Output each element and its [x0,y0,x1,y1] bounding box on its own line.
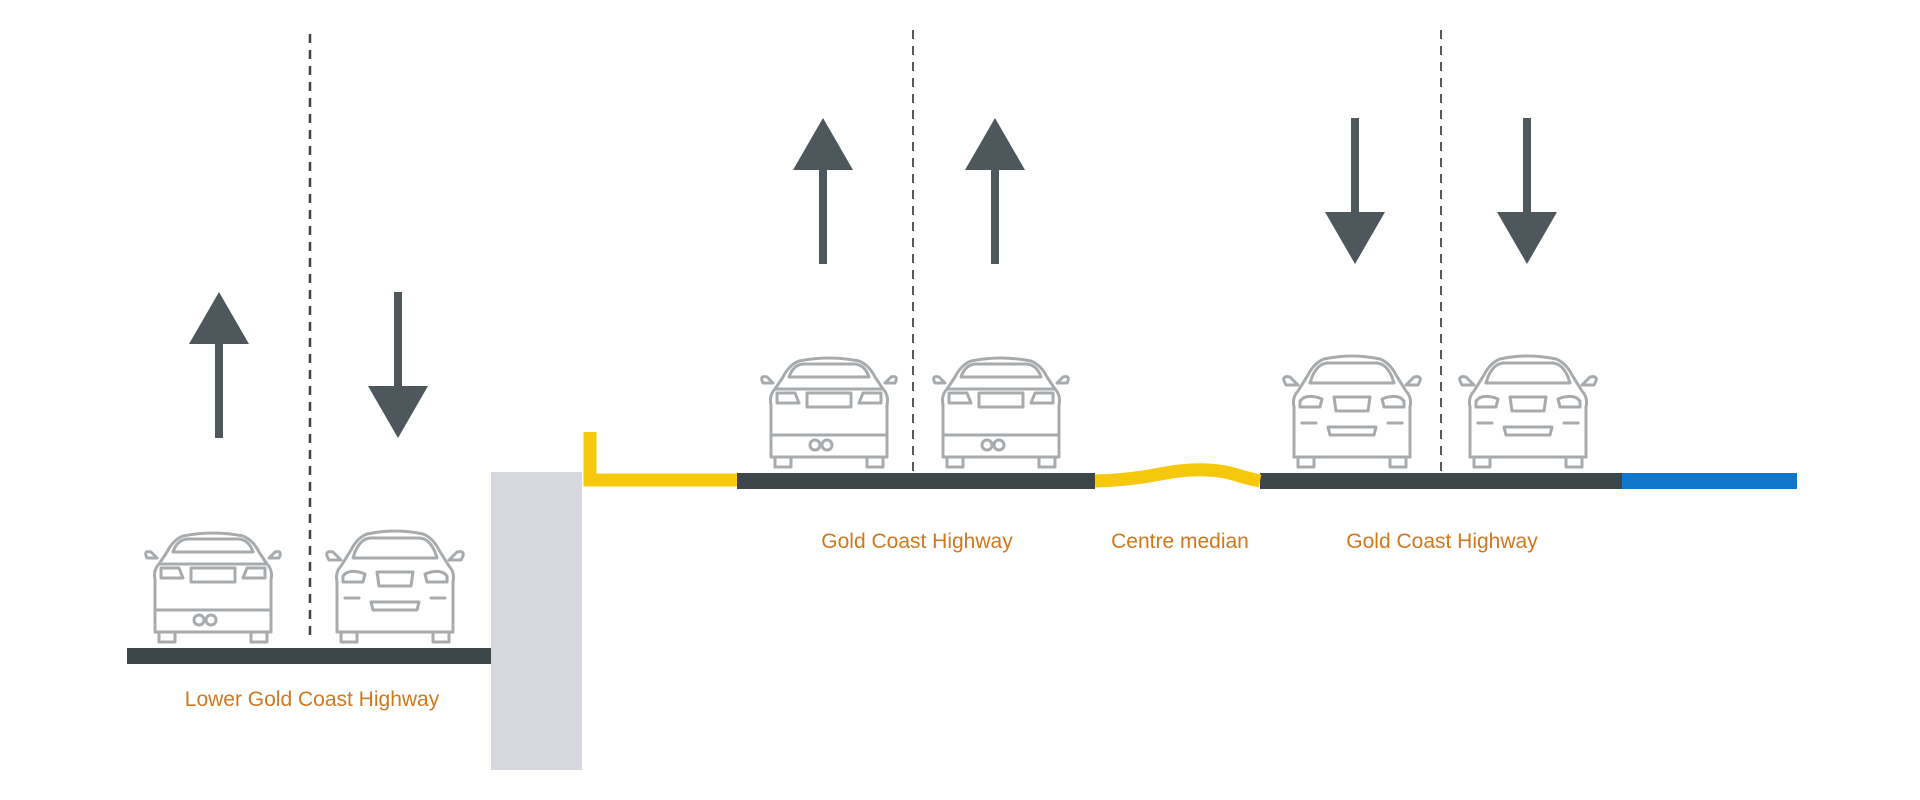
highway-right-surface [1260,473,1622,489]
arrow-down-icon [1325,118,1385,264]
car-rear-icon [932,356,1070,469]
retaining-wall [491,472,582,770]
path-blue [1622,473,1797,489]
lower-road-surface [127,648,491,664]
label-centre-median: Centre median [1111,530,1249,553]
car-front-icon [1458,354,1598,469]
arrow-up-icon [189,292,249,438]
car-front-icon [1282,354,1422,469]
car-rear-icon [144,531,282,644]
centre-median [1094,463,1262,488]
label-lower-road: Lower Gold Coast Highway [185,688,440,711]
arrow-down-icon [368,292,428,438]
car-rear-icon [760,356,898,469]
label-highway-left: Gold Coast Highway [821,530,1013,553]
arrow-down-icon [1497,118,1557,264]
arrow-up-icon [965,118,1025,264]
arrow-up-icon [793,118,853,264]
car-front-icon [325,529,465,644]
kerb [583,432,737,487]
label-highway-right: Gold Coast Highway [1346,530,1538,553]
highway-left-surface [737,473,1095,489]
